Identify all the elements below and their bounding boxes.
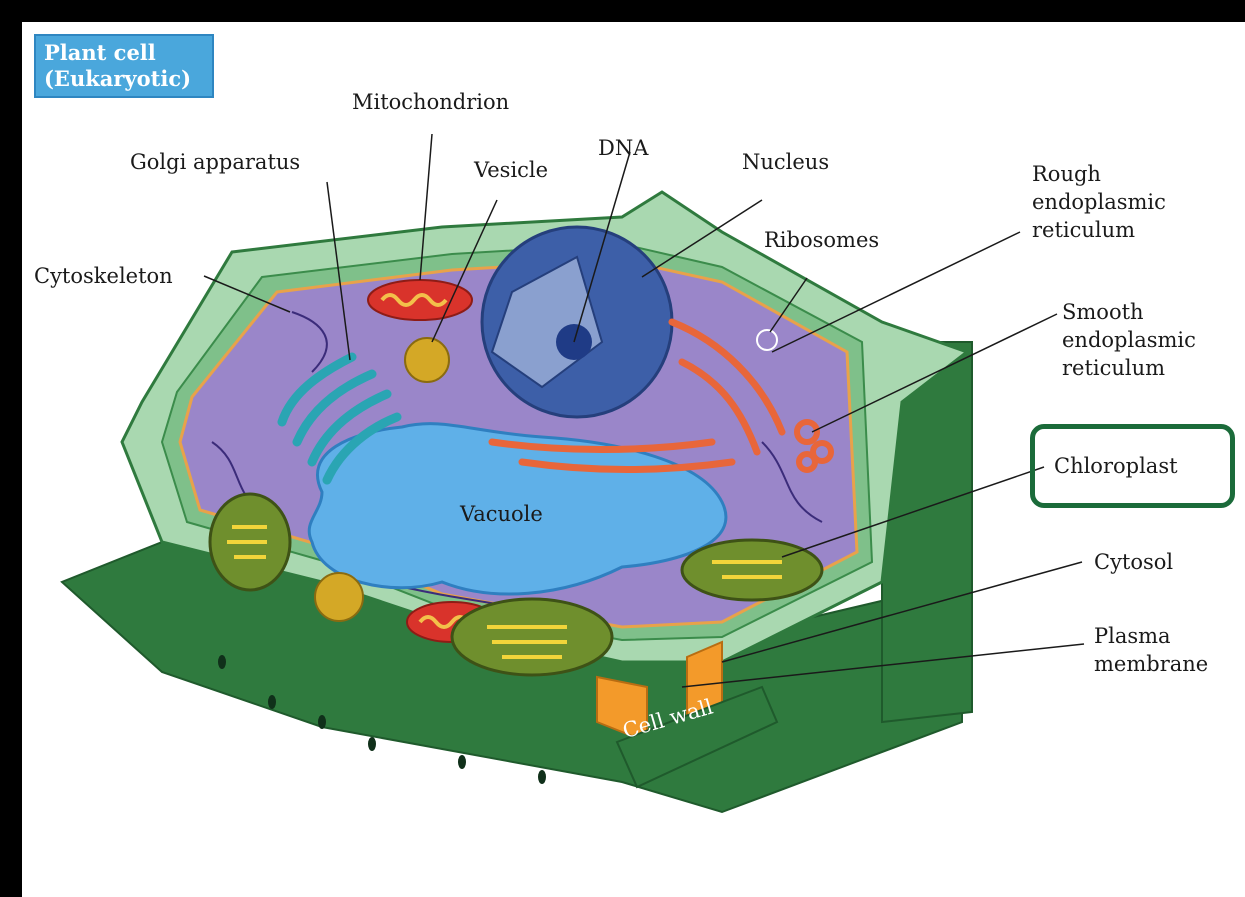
title-line-1: Plant cell xyxy=(44,40,204,66)
title-badge: Plant cell (Eukaryotic) xyxy=(34,34,214,98)
label-cytosol: Cytosol xyxy=(1094,548,1173,576)
label-plasma-membrane: Plasma membrane xyxy=(1094,622,1208,678)
label-cytoskeleton: Cytoskeleton xyxy=(34,262,173,290)
title-line-2: (Eukaryotic) xyxy=(44,66,204,92)
rough-er-line-1: Rough xyxy=(1032,160,1166,188)
plasma-membrane-line-1: Plasma xyxy=(1094,622,1208,650)
diagram-canvas: Plant cell (Eukaryotic) Mitochondrion DN… xyxy=(22,22,1245,897)
label-rough-er: Rough endoplasmic reticulum xyxy=(1032,160,1166,244)
smooth-er-line-3: reticulum xyxy=(1062,354,1196,382)
rough-er-line-3: reticulum xyxy=(1032,216,1166,244)
label-ribosomes: Ribosomes xyxy=(764,226,879,254)
label-vesicle: Vesicle xyxy=(474,156,548,184)
label-golgi-apparatus: Golgi apparatus xyxy=(130,148,300,176)
nucleus xyxy=(482,227,672,417)
rough-er-line-2: endoplasmic xyxy=(1032,188,1166,216)
label-chloroplast: Chloroplast xyxy=(1054,452,1178,480)
label-mitochondrion: Mitochondrion xyxy=(352,88,509,116)
label-nucleus: Nucleus xyxy=(742,148,829,176)
label-vacuole: Vacuole xyxy=(460,502,543,526)
plasma-membrane-line-2: membrane xyxy=(1094,650,1208,678)
label-smooth-er: Smooth endoplasmic reticulum xyxy=(1062,298,1196,382)
label-dna: DNA xyxy=(598,134,648,162)
smooth-er-line-1: Smooth xyxy=(1062,298,1196,326)
smooth-er-line-2: endoplasmic xyxy=(1062,326,1196,354)
